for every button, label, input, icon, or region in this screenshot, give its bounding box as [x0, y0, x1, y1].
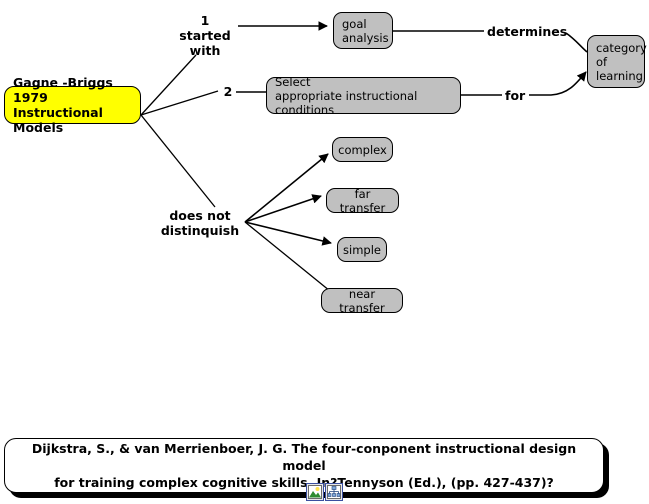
edge-label-for: for	[505, 88, 526, 103]
edge-root-to-does-not-distinquish	[140, 114, 216, 208]
edge-label-does-not-distinquish: does not distinquish	[160, 208, 240, 238]
edge-root-to-started-with	[140, 54, 197, 116]
node-simple[interactable]: simple	[337, 237, 387, 262]
edge-determines-to-category	[565, 32, 588, 53]
edge-label-determines: determines	[487, 24, 568, 39]
edge-label-two: 2	[223, 84, 233, 99]
edge-for-to-category	[529, 71, 587, 96]
node-goal-analysis[interactable]: goal analysis	[333, 12, 393, 49]
node-select-conditions[interactable]: Select appropriate instructional conditi…	[266, 75, 461, 117]
edge-dnd-to-complex	[244, 153, 329, 223]
node-root-gagne-briggs[interactable]: Gagne -Briggs 1979 Instructional Models	[4, 75, 141, 135]
edge-dnd-to-simple	[244, 221, 332, 246]
node-category-of-learning[interactable]: category of learning	[587, 35, 647, 88]
bottom-toolbar	[0, 483, 649, 501]
picture-icon-glyph	[308, 485, 322, 499]
node-complex[interactable]: complex	[332, 137, 393, 162]
edge-root-to-two	[140, 90, 219, 116]
node-far-transfer[interactable]: far transfer	[326, 187, 399, 215]
node-near-transfer[interactable]: near transfer	[321, 287, 403, 315]
tree-diagram-icon[interactable]	[325, 483, 343, 501]
tree-diagram-icon-glyph	[327, 485, 341, 499]
citation-text: Dijkstra, S., & van Merrienboer, J. G. T…	[31, 441, 577, 490]
edge-label-started-with: 1 started with	[179, 13, 231, 58]
edge-dnd-to-far-transfer	[244, 194, 322, 223]
edge-dnd-to-near-transfer	[244, 221, 331, 292]
picture-icon[interactable]	[306, 483, 324, 501]
citation-box: Dijkstra, S., & van Merrienboer, J. G. T…	[4, 438, 604, 493]
